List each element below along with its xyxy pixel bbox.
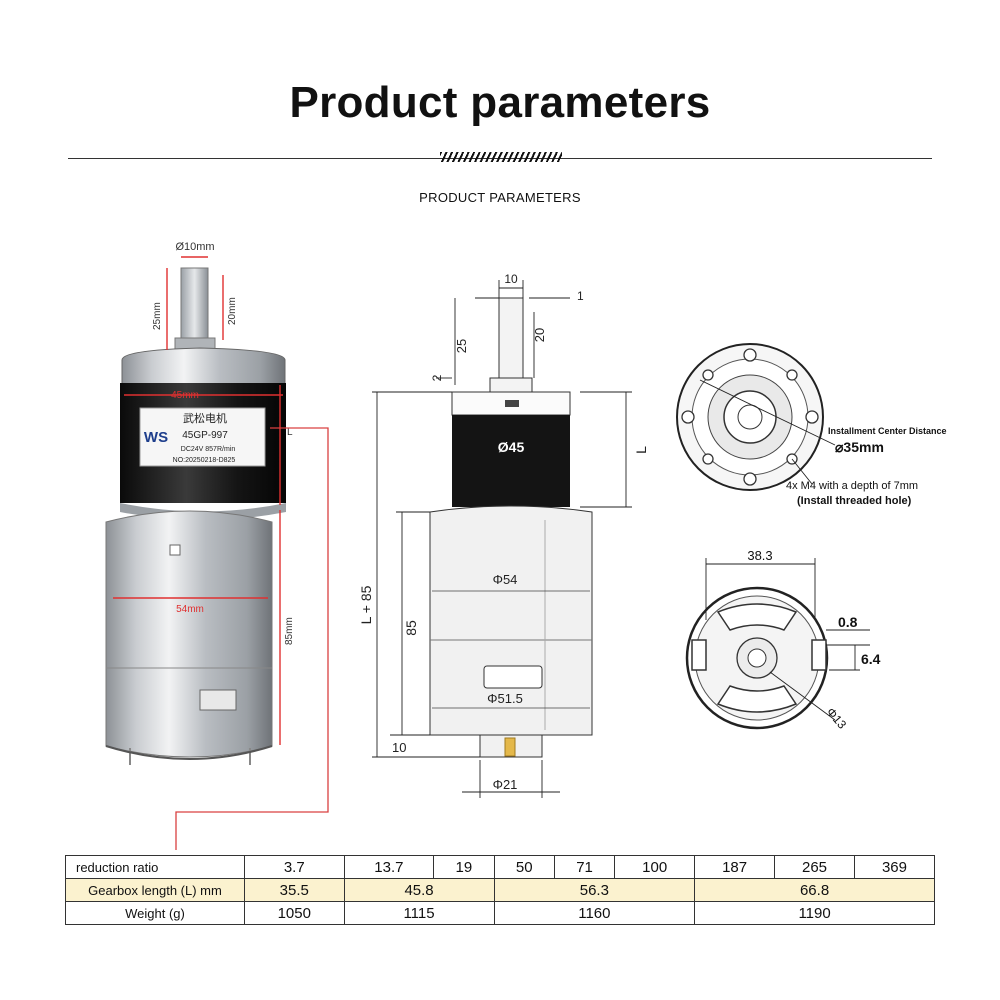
side-dim-total-length: L + 85 xyxy=(358,585,374,624)
photo-label-spec: DC24V 857R/min xyxy=(181,446,236,453)
photo-pointer-line xyxy=(175,427,329,850)
side-drawing: Ø45 Φ54 Φ51.5 xyxy=(358,272,649,798)
rear-terminal-left xyxy=(691,639,707,671)
photo-dim-motor-diameter: 54mm xyxy=(176,604,204,615)
rear-dim-terminal-width: 6.4 xyxy=(861,651,881,667)
table-row-weight: Weight (g) 1050 1115 1160 1190 xyxy=(65,901,935,925)
ratio-header: reduction ratio xyxy=(65,855,245,879)
photo-label-brand: 武松电机 xyxy=(183,411,227,425)
side-dim-shaft: 10 xyxy=(504,272,518,286)
side-dim-shaft-length: 25 xyxy=(454,339,469,353)
front-center-distance: ⌀35mm xyxy=(835,439,884,455)
photo-dim-shaft-length: 25mm xyxy=(152,302,163,330)
photo-dim-motor-length: 85mm xyxy=(284,617,295,645)
photo-label-serial: NO:20250218-D825 xyxy=(173,457,236,464)
photo-logo-text: WS xyxy=(144,429,168,446)
length-cell: 45.8 xyxy=(343,878,495,902)
rear-dim-boss-diameter: Φ13 xyxy=(824,705,850,732)
front-mount-note-2: (Install threaded hole) xyxy=(797,495,912,507)
rear-dimension-lines xyxy=(705,558,870,721)
side-gearbox-diameter: Ø45 xyxy=(498,439,525,455)
weight-header: Weight (g) xyxy=(65,901,245,925)
ratio-cell: 187 xyxy=(694,855,776,879)
rear-bearing xyxy=(747,648,767,668)
photo-gearbox-cap xyxy=(121,347,286,386)
ratio-cell: 19 xyxy=(433,855,495,879)
table-row-gearbox-length: Gearbox length (L) mm 35.5 45.8 56.3 66.… xyxy=(65,878,935,902)
side-dim-rear-length: 10 xyxy=(392,740,406,755)
length-header: Gearbox length (L) mm xyxy=(65,878,245,902)
side-dim-motor-length: 85 xyxy=(403,620,419,636)
photo-can-bottom-edge xyxy=(105,745,273,760)
rear-vent-top xyxy=(716,603,798,631)
ratio-cell: 265 xyxy=(774,855,855,879)
photo-dim-key-length: 20mm xyxy=(227,297,238,325)
front-shaft-face xyxy=(737,404,763,430)
weight-cell: 1050 xyxy=(244,901,345,925)
divider-hatch-ornament xyxy=(440,152,562,162)
side-dim-key-length: 20 xyxy=(532,328,547,342)
rear-view: 38.3 0.8 6.4 Φ13 xyxy=(685,548,881,732)
side-gearbox-body xyxy=(452,415,570,507)
front-note-title: Installment Center Distance xyxy=(828,426,947,436)
rear-terminal-right xyxy=(811,639,827,671)
photo-can-vent xyxy=(169,544,181,556)
spec-table: reduction ratio 3.7 13.7 19 50 71 100 18… xyxy=(65,855,936,925)
side-motor-window xyxy=(483,665,543,689)
side-rear-shaft xyxy=(504,737,516,757)
rear-dim-terminal-thickness: 0.8 xyxy=(838,614,858,630)
page-title: Product parameters xyxy=(289,78,711,127)
side-motor-diameter: Φ54 xyxy=(493,572,518,587)
ratio-cell: 13.7 xyxy=(343,855,435,879)
photo-can-window xyxy=(199,689,237,711)
ratio-cell: 50 xyxy=(493,855,555,879)
ratio-cell: 3.7 xyxy=(244,855,345,879)
side-dimension-lines xyxy=(372,280,632,798)
front-mount-holes xyxy=(681,348,819,486)
table-row-ratio: reduction ratio 3.7 13.7 19 50 71 100 18… xyxy=(65,855,936,879)
side-dim-step: 2 xyxy=(430,374,444,381)
weight-cell: 1115 xyxy=(343,901,495,925)
ratio-cell: 369 xyxy=(853,855,936,879)
rear-dim-width: 38.3 xyxy=(747,548,772,563)
photo-dim-gearbox-diameter: 45mm xyxy=(171,390,199,401)
page-subtitle: PRODUCT PARAMETERS xyxy=(419,190,581,205)
length-cell: 66.8 xyxy=(694,878,935,902)
side-flange-mark xyxy=(505,400,519,407)
side-dim-offset: 1 xyxy=(577,289,584,303)
side-base-diameter: Φ51.5 xyxy=(487,691,523,706)
side-dim-gearbox-length: L xyxy=(633,446,649,454)
photo-dim-gearbox-length: L xyxy=(287,427,293,438)
rear-vent-bottom xyxy=(716,685,798,713)
length-cell: 35.5 xyxy=(244,878,345,902)
motor-photo: WS 武松电机 45GP-997 DC24V 857R/min NO:20250… xyxy=(105,241,329,850)
front-mount-leader xyxy=(791,458,813,485)
weight-cell: 1190 xyxy=(694,901,935,925)
front-mount-note-1: 4x M4 with a depth of 7mm xyxy=(786,480,918,492)
front-view: Installment Center Distance ⌀35mm 4x M4 … xyxy=(676,343,947,507)
front-center-distance-line xyxy=(699,379,836,446)
photo-dimension-lines xyxy=(113,256,283,745)
side-shaft-shoulder xyxy=(489,377,533,393)
side-dim-rear-boss-diameter: Φ21 xyxy=(493,777,518,792)
ratio-cell: 71 xyxy=(553,855,616,879)
ratio-cell: 100 xyxy=(614,855,696,879)
photo-label-model: 45GP-997 xyxy=(182,430,228,441)
photo-dim-shaft-diameter: Ø10mm xyxy=(175,241,214,253)
side-motor-body xyxy=(429,505,593,736)
product-figure: WS 武松电机 45GP-997 DC24V 857R/min NO:20250… xyxy=(105,241,947,850)
photo-motor-can xyxy=(105,510,273,758)
weight-cell: 1160 xyxy=(493,901,696,925)
length-cell: 56.3 xyxy=(493,878,696,902)
side-shaft xyxy=(498,297,524,391)
photo-label-sticker xyxy=(139,407,266,467)
